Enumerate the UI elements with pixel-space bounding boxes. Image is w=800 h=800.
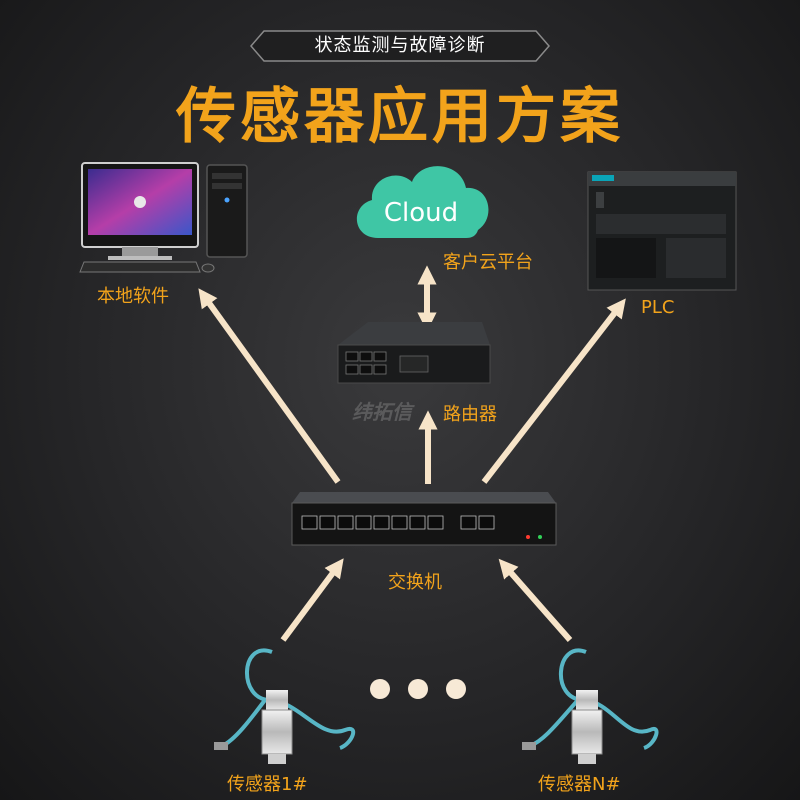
- arrow-sensor1-to-switch: [280, 558, 344, 642]
- switch-icon: [291, 492, 557, 546]
- cloud-icon: Cloud: [356, 166, 489, 238]
- more-sensors-dot: [370, 679, 390, 699]
- plc-label: PLC: [641, 297, 675, 318]
- page-title: 传感器应用方案: [176, 82, 624, 152]
- sensor-1-label: 传感器1#: [227, 774, 308, 795]
- plc-icon: [587, 171, 737, 291]
- desktop-computer-icon: [79, 162, 248, 273]
- sensor-icon: [522, 648, 659, 764]
- more-sensors-dot: [408, 679, 428, 699]
- switch-label: 交换机: [388, 572, 442, 593]
- sensor-icon: [214, 648, 356, 764]
- arrow-sensorN-to-switch: [498, 558, 573, 642]
- subtitle-banner: [250, 30, 550, 62]
- router-icon: [337, 322, 491, 384]
- sensor-n-label: 传感器N#: [538, 774, 621, 795]
- subtitle: 状态监测与故障诊断: [314, 35, 486, 56]
- cloud-badge-label: Cloud: [384, 198, 458, 228]
- more-sensors-dot: [446, 679, 466, 699]
- cloud-platform-label: 客户云平台: [443, 252, 533, 273]
- arrow-switch-to-plc: [481, 298, 626, 484]
- watermark: 纬拓信: [352, 400, 412, 424]
- local-software-label: 本地软件: [97, 286, 169, 307]
- router-label: 路由器: [443, 404, 497, 425]
- arrow-switch-to-local-software: [198, 288, 341, 484]
- connection-arrows: [198, 265, 626, 642]
